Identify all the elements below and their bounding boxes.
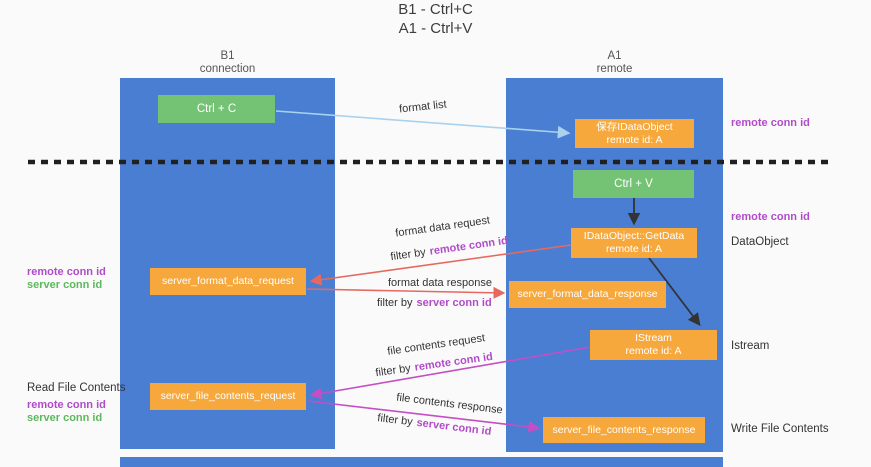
server-file-contents-response-box: server_file_contents_response — [543, 417, 705, 443]
server-file-contents-response-label: server_file_contents_response — [552, 423, 696, 436]
annotation-remote-conn-id-mid: remote conn id — [731, 211, 810, 223]
lane-b1-subtitle: connection — [199, 63, 256, 75]
ctrl-c-label: Ctrl + C — [196, 102, 237, 115]
getdata-box: IDataObject::GetData remote id: A — [571, 228, 697, 258]
lane-a1-title: A1 — [607, 50, 622, 62]
istream-line2: remote id: A — [625, 345, 682, 357]
title-line-2: A1 - Ctrl+V — [398, 20, 473, 37]
saved-dataobject-box: 保存IDataObject remote id: A — [575, 119, 694, 148]
ctrl-v-box: Ctrl + V — [573, 170, 694, 198]
lane-header-b1: B1 connection — [120, 50, 335, 76]
annotation-left-server-conn-id-1: server conn id — [27, 279, 103, 291]
annotation-remote-conn-id-top: remote conn id — [731, 117, 810, 129]
diagram-title: B1 - Ctrl+C A1 - Ctrl+V — [0, 0, 871, 38]
server-format-data-response-label: server_format_data_response — [517, 288, 658, 300]
label-format-data-request: format data request — [394, 214, 491, 240]
getdata-line2: remote id: A — [605, 243, 663, 255]
annotation-dataobject: DataObject — [731, 236, 789, 248]
filter-prefix: filter by — [377, 297, 413, 309]
istream-box: IStream remote id: A — [590, 330, 717, 360]
filter-prefix: filter by — [389, 246, 427, 264]
label-format-data-response: format data response — [388, 277, 492, 289]
lane-b1-title: B1 — [220, 50, 235, 62]
filter-key-server: server conn id — [416, 297, 492, 309]
filter-prefix: filter by — [376, 412, 414, 429]
filter-key-remote: remote conn id — [428, 234, 509, 258]
arrow-format-data-response — [306, 286, 506, 299]
server-format-data-request-label: server_format_data_request — [162, 275, 294, 287]
filter-key-server: server conn id — [415, 416, 492, 438]
annotation-left-remote-conn-id-2: remote conn id — [27, 399, 106, 411]
annotation-istream: Istream — [731, 340, 770, 352]
lane-header-a1: A1 remote — [506, 50, 723, 76]
annotation-read-file-contents: Read File Contents — [27, 382, 126, 394]
ctrl-v-label: Ctrl + V — [614, 177, 653, 190]
bottom-lane-strip — [120, 457, 723, 467]
server-file-contents-request-label: server_file_contents_request — [160, 390, 296, 402]
filter-key-remote: remote conn id — [413, 350, 494, 374]
annotation-left-remote-conn-id-1: remote conn id — [27, 266, 106, 278]
annotation-left-server-conn-id-2: server conn id — [27, 412, 103, 424]
saved-dataobject-line1: 保存IDataObject — [596, 120, 673, 133]
server-file-contents-request-box: server_file_contents_request — [150, 383, 306, 410]
lane-a1-subtitle: remote — [596, 63, 633, 75]
annotation-write-file-contents: Write File Contents — [731, 423, 829, 435]
label-file-contents-response: file contents response — [395, 391, 504, 417]
server-format-data-response-box: server_format_data_response — [509, 281, 666, 308]
ctrl-c-box: Ctrl + C — [158, 95, 275, 123]
saved-dataobject-line2: remote id: A — [606, 133, 663, 146]
istream-line1: IStream — [635, 332, 672, 344]
title-line-1: B1 - Ctrl+C — [398, 1, 473, 18]
server-format-data-request-box: server_format_data_request — [150, 268, 306, 295]
label-format-list: format list — [398, 98, 448, 116]
getdata-line1: IDataObject::GetData — [583, 230, 685, 242]
filter-prefix: filter by — [374, 362, 412, 380]
